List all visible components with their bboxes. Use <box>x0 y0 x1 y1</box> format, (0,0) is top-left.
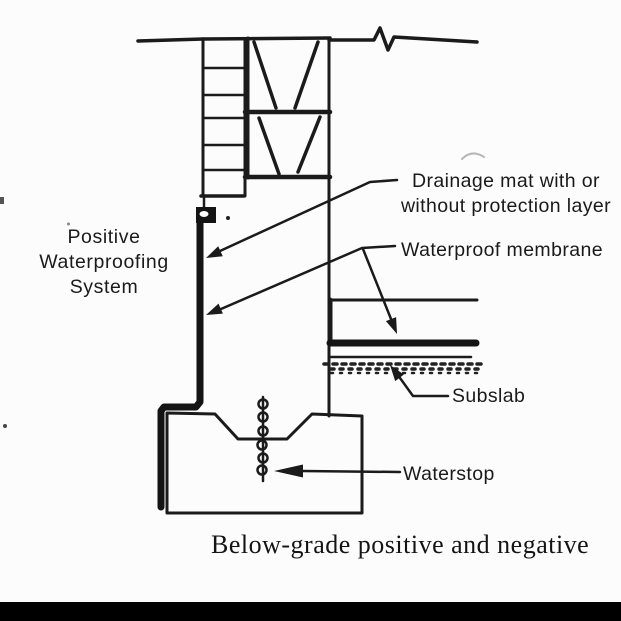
scan-artifacts <box>3 152 485 428</box>
waterstop-symbol <box>256 395 269 483</box>
label-line: Positive <box>67 226 141 248</box>
membrane-wall-arrow <box>206 244 397 315</box>
block-lower-v-left <box>257 116 281 176</box>
block-upper-v-right <box>293 40 320 110</box>
footing-outline <box>165 411 364 515</box>
subslab-arrow <box>390 365 450 398</box>
drainage-mat-arrow <box>206 178 399 258</box>
subslab-dotted-band <box>322 362 484 375</box>
waterstop-arrow <box>274 464 402 478</box>
label-line: Waterproofing <box>39 251 169 273</box>
bottom-black-bar <box>0 602 621 621</box>
wall-top-edge <box>201 36 332 41</box>
membrane-termination <box>196 207 216 223</box>
scan-artifact-dash <box>0 197 4 204</box>
label-positive-waterproofing-system: Positive Waterproofing System <box>18 225 190 300</box>
block-lower-v-right <box>296 115 322 174</box>
waterproof-membrane-wall <box>157 211 204 511</box>
block-upper-v-left <box>252 40 278 110</box>
figure-caption: Below-grade positive and negative <box>211 530 590 559</box>
grade-line-right-break <box>327 26 479 52</box>
label-waterstop: Waterstop <box>403 463 495 485</box>
label-drainage-mat: Drainage mat with or without protection … <box>388 169 621 218</box>
scan-artifact-arc <box>461 152 485 160</box>
label-line: without protection layer <box>400 194 612 217</box>
grade-line-left <box>136 37 205 43</box>
label-line: Drainage mat with or <box>412 170 600 192</box>
wall-blocking-symbols <box>242 36 333 180</box>
label-waterproof-membrane: Waterproof membrane <box>401 239 603 261</box>
membrane-slab-arrow <box>361 247 397 334</box>
leader-arrows <box>206 178 450 478</box>
brick-veneer-column <box>199 37 247 198</box>
label-line: System <box>69 276 139 298</box>
label-subslab: Subslab <box>452 385 526 407</box>
